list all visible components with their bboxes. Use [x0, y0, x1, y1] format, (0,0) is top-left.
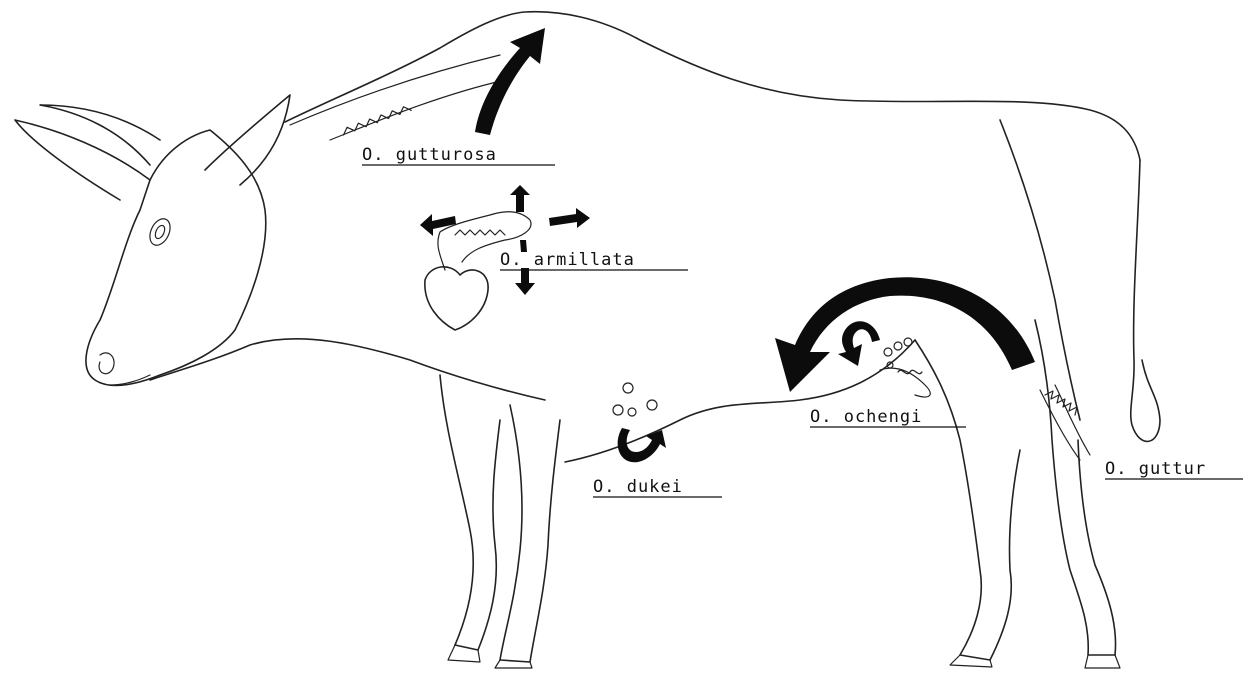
hind-leg-near [915, 340, 1020, 660]
arrow-armillata-right [549, 208, 590, 228]
labels: O. gutturosa O. armillata O. ochengi O. … [362, 145, 1243, 497]
front-leg-left [440, 375, 500, 650]
cow-tail [1131, 160, 1160, 441]
label-armillata: O. armillata [500, 250, 635, 270]
horn-left [15, 120, 150, 200]
arrow-gutturosa-neck [475, 28, 545, 135]
cow-neck-under [150, 339, 545, 400]
label-gutturosa-neck: O. gutturosa [362, 145, 497, 165]
eye-pupil [153, 224, 166, 240]
cow-legs [440, 320, 1120, 668]
cow-belly [565, 340, 915, 462]
leg-ligament-site [1040, 385, 1090, 460]
ochengi-site [775, 277, 1035, 397]
nuchal-ligament-site [290, 28, 545, 140]
ear-right [205, 95, 290, 185]
nodule-dukei-4 [647, 400, 657, 410]
arrow-ochengi-small [838, 321, 880, 366]
nodule-dukei-3 [628, 408, 636, 416]
label-gutturosa-leg: O. guttur [1105, 459, 1206, 479]
nostril [99, 353, 114, 374]
nodule-ochengi-1 [884, 348, 892, 356]
arrow-armillata-down [515, 268, 535, 295]
cow-rump [1000, 120, 1080, 420]
arrow-dukei [618, 428, 666, 462]
dukei-site [613, 383, 666, 462]
hind-leg-far [1035, 320, 1116, 655]
leg-ligament-line-2 [1055, 385, 1090, 455]
horn-right [40, 105, 160, 165]
nodule-dukei-1 [623, 383, 633, 393]
cow-head [15, 95, 290, 385]
label-ochengi: O. ochengi [810, 407, 922, 427]
cow-outline [150, 12, 1160, 462]
worm-armillata [455, 230, 505, 235]
front-leg-right [500, 405, 560, 662]
heart [425, 267, 488, 330]
hoof-hind-far [1085, 655, 1120, 668]
worm-gutturosa-neck [341, 105, 411, 135]
eye [146, 216, 174, 249]
arrow-ochengi-large [775, 277, 1035, 392]
cow-back-line [285, 12, 1140, 160]
label-dukei: O. dukei [593, 477, 683, 497]
arrow-armillata-up [510, 185, 530, 212]
head-outline [86, 130, 266, 385]
nodule-ochengi-3 [904, 338, 912, 346]
nodule-dukei-2 [613, 405, 623, 415]
arrow-armillata-left [420, 214, 456, 236]
nodule-ochengi-2 [894, 342, 902, 350]
